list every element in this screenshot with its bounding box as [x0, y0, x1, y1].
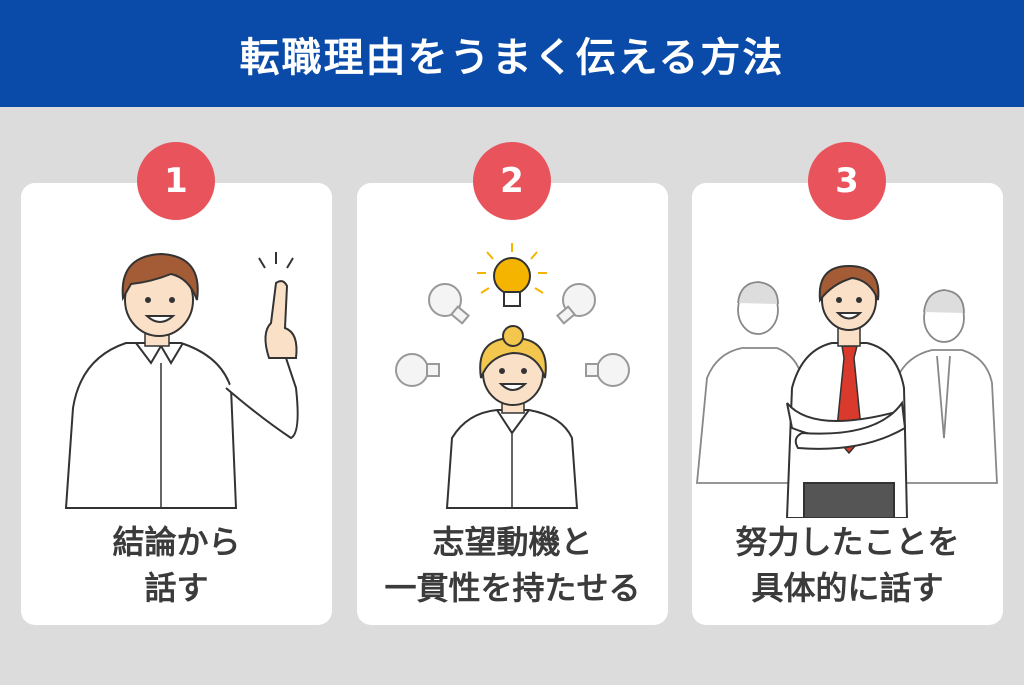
step-caption-1-line1: 結論から: [112, 523, 241, 561]
lit-lightbulb-icon: [477, 243, 547, 294]
step-card-3: 努力したことを 具体的に話す: [692, 183, 1003, 625]
step-caption-3-line2: 具体的に話す: [751, 569, 944, 607]
step-caption-1: 結論から 話す: [21, 519, 332, 611]
step-caption-2-line1: 志望動機と: [432, 523, 593, 561]
step-number-badge-1: 1: [137, 142, 215, 220]
man-pointing-up-illustration: [64, 252, 299, 509]
confident-man-with-colleagues-illustration: [696, 264, 998, 518]
step-caption-2: 志望動機と 一貫性を持たせる: [357, 519, 668, 611]
step-card-2: 志望動機と 一貫性を持たせる: [357, 183, 668, 625]
unlit-lightbulb-icon: [395, 283, 630, 387]
step-number-badge-2: 2: [473, 142, 551, 220]
step-caption-2-line2: 一貫性を持たせる: [384, 569, 641, 607]
woman-with-lightbulbs-illustration: [395, 243, 630, 509]
step-caption-1-line2: 話す: [144, 569, 209, 607]
step-caption-3-line1: 努力したことを: [735, 523, 960, 561]
step-caption-3: 努力したことを 具体的に話す: [692, 519, 1003, 611]
step-card-1: 結論から 話す: [21, 183, 332, 625]
step-number-badge-3: 3: [808, 142, 886, 220]
header-banner: 転職理由をうまく伝える方法: [0, 0, 1024, 107]
page-title: 転職理由をうまく伝える方法: [239, 34, 785, 81]
